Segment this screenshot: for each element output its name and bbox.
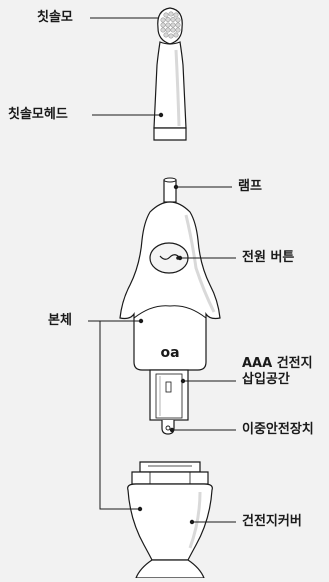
label-double-safety: 이중안전장치 <box>242 422 314 437</box>
label-body: 본체 <box>48 313 72 328</box>
leader-body-cover <box>99 321 140 510</box>
label-brush-head-holder: 칫솔모헤드 <box>8 107 68 122</box>
label-power-button: 전원 버튼 <box>242 250 295 265</box>
label-battery-cover: 건전지커버 <box>242 514 302 529</box>
leader-lines <box>88 17 236 523</box>
label-lamp: 램프 <box>238 179 262 194</box>
leader-dots <box>137 112 195 525</box>
body-logo: oa <box>160 345 179 361</box>
brush-head-holder-part <box>153 41 187 141</box>
label-battery-slot-line1: AAA 건전지 <box>242 356 313 371</box>
battery-compartment-part <box>149 369 189 435</box>
main-body-part: oa <box>119 201 221 371</box>
brush-head-part <box>157 7 183 45</box>
label-battery-slot-line2: 삽입공간 <box>242 372 290 387</box>
label-brush-head: 칫솔모 <box>37 10 73 25</box>
battery-cover-part <box>127 461 213 579</box>
lamp-part <box>163 177 177 203</box>
